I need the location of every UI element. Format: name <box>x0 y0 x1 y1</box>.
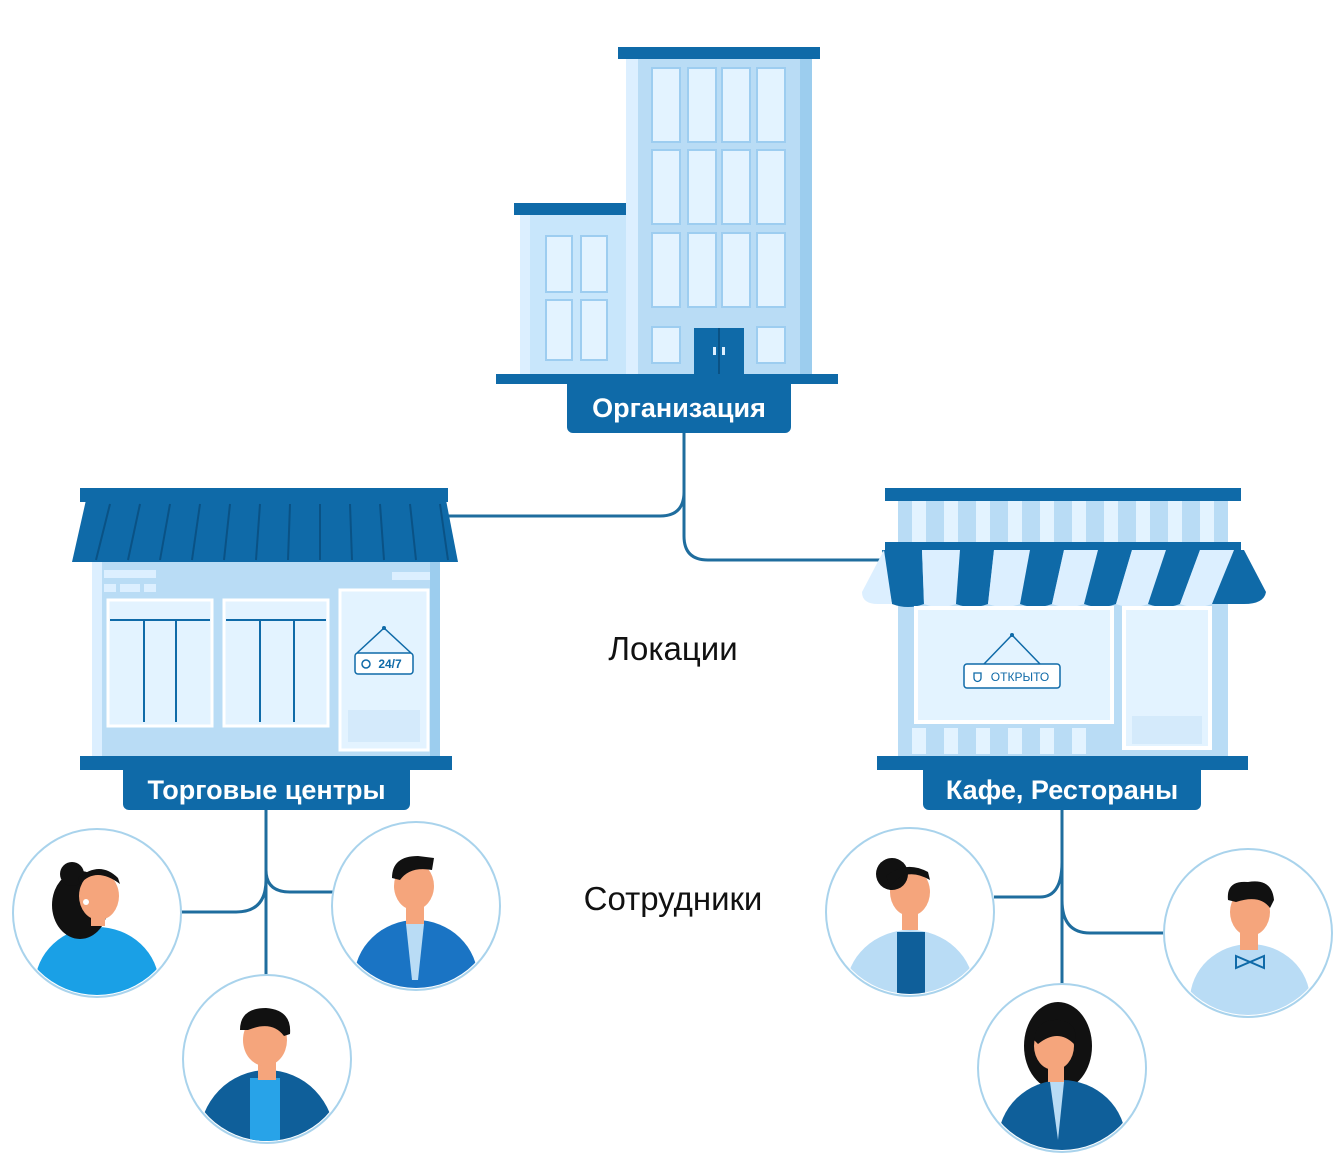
shopping-mall-icon: 24/7 <box>72 488 458 770</box>
employee-avatar-cafe-3 <box>977 983 1147 1153</box>
office-building-icon <box>496 47 838 384</box>
clock-icon <box>361 659 371 669</box>
employees-tier-label: Сотрудники <box>583 880 763 917</box>
awning <box>862 550 1266 607</box>
org-to-mall-line <box>446 432 686 518</box>
mall-label: Торговые центры <box>123 770 410 810</box>
cafe-sign-text: ОТКРЫТО <box>991 670 1049 684</box>
mall-sign: 24/7 <box>354 626 414 675</box>
employee-avatar-cafe-2 <box>1163 848 1333 1018</box>
person-avatar-icon <box>35 862 159 995</box>
connector-lines <box>180 432 1166 988</box>
organization-label: Организация <box>567 384 791 433</box>
mall-employees-line <box>180 810 334 978</box>
employee-avatar-mall-1 <box>12 828 182 998</box>
employee-avatar-mall-3 <box>182 974 352 1144</box>
person-avatar-icon <box>998 1002 1126 1150</box>
person-avatar-icon <box>846 858 974 994</box>
locations-tier-label: Локации <box>608 630 738 667</box>
mall-sign-text: 24/7 <box>378 657 402 671</box>
org-to-cafe-line <box>682 492 880 562</box>
cafe-employees-line <box>994 810 1166 988</box>
cafe-sign: ОТКРЫТО <box>963 633 1061 689</box>
cafe-label: Кафе, Рестораны <box>923 770 1201 810</box>
coffee-cup-icon <box>973 672 982 683</box>
employee-avatar-mall-2 <box>331 821 501 991</box>
cafe-awning-icon: ОТКРЫТО <box>862 488 1266 770</box>
person-avatar-icon <box>199 1008 335 1141</box>
employee-avatar-cafe-1 <box>825 827 995 997</box>
person-avatar-icon <box>354 856 478 988</box>
person-avatar-icon <box>1190 881 1310 1015</box>
